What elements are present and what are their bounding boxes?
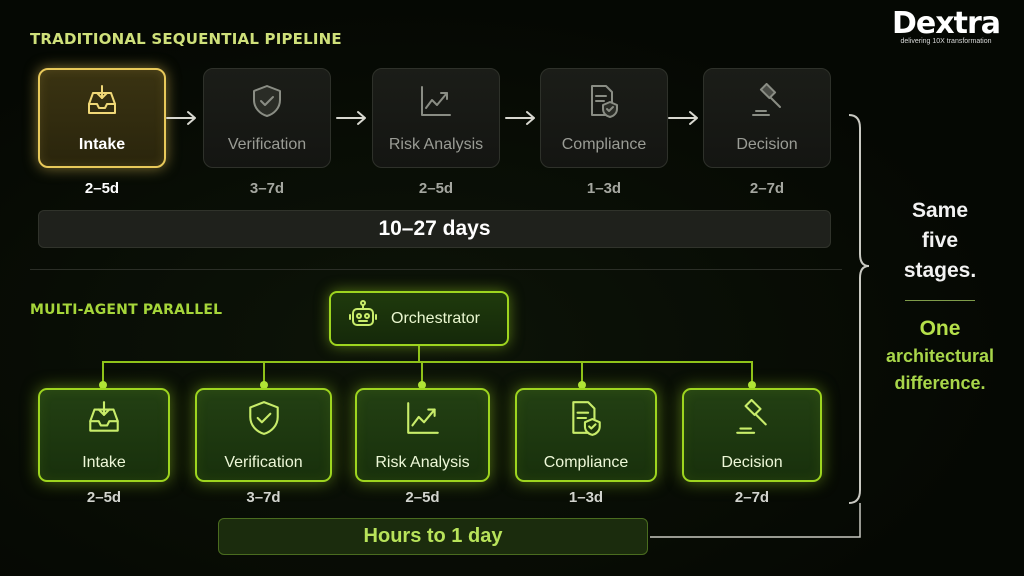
- orchestrator-node: Orchestrator: [329, 291, 509, 346]
- traditional-stage-compliance: Compliance: [540, 68, 668, 168]
- stage-duration: 1–3d: [568, 489, 604, 506]
- stage-duration: 2–5d: [405, 489, 440, 506]
- stage-label: Compliance: [561, 135, 647, 153]
- logo-wordmark: Dextra: [892, 6, 1001, 41]
- inbox-icon: [84, 83, 120, 124]
- arrow-right-icon: [336, 111, 366, 125]
- stage-duration: 2–7d: [749, 180, 785, 197]
- stage-duration: 3–7d: [246, 489, 281, 506]
- summary-line: Same: [911, 199, 969, 222]
- stage-label: Intake: [78, 135, 126, 153]
- parallel-stage-intake: Intake: [38, 388, 170, 482]
- summary-line: difference.: [894, 373, 986, 393]
- stage-duration: 3–7d: [249, 180, 285, 197]
- parallel-total-duration: Hours to 1 day: [218, 518, 648, 555]
- summary-callout: Same five stages. One architectural diff…: [872, 196, 1008, 397]
- stage-label: Risk Analysis: [375, 453, 470, 471]
- stage-label: Intake: [82, 453, 126, 471]
- summary-line: five: [921, 229, 959, 252]
- parallel-stage-compliance: Compliance: [515, 388, 657, 482]
- trend-chart-icon: [418, 83, 454, 124]
- stage-duration: 2–7d: [734, 489, 770, 506]
- orchestrator-label: Orchestrator: [391, 309, 480, 327]
- shield-check-icon: [249, 83, 285, 124]
- document-shield-icon: [567, 399, 605, 442]
- parallel-section-title: MULTI-AGENT PARALLEL: [30, 302, 223, 318]
- summary-line: One: [919, 317, 961, 340]
- traditional-stage-intake: Intake: [38, 68, 166, 168]
- gavel-icon: [733, 398, 771, 442]
- trend-chart-icon: [404, 399, 442, 442]
- stage-duration: 2–5d: [418, 180, 454, 197]
- stage-label: Decision: [736, 135, 798, 153]
- stage-duration: 2–5d: [84, 180, 120, 197]
- arrow-right-icon: [166, 111, 196, 125]
- summary-line: architectural: [885, 346, 995, 366]
- gavel-icon: [749, 82, 785, 124]
- document-shield-icon: [586, 83, 622, 124]
- traditional-pipeline-title: TRADITIONAL SEQUENTIAL PIPELINE: [30, 30, 342, 48]
- traditional-stage-decision: Decision: [703, 68, 831, 168]
- arrow-right-icon: [505, 111, 535, 125]
- parallel-stage-verification: Verification: [195, 388, 332, 482]
- parallel-stage-decision: Decision: [682, 388, 822, 482]
- arrow-right-icon: [668, 111, 698, 125]
- traditional-stage-risk-analysis: Risk Analysis: [372, 68, 500, 168]
- shield-check-icon: [245, 399, 283, 442]
- stage-duration: 1–3d: [586, 180, 622, 197]
- stage-label: Verification: [224, 453, 303, 471]
- inbox-icon: [85, 399, 123, 442]
- logo-tagline: delivering 10X transformation: [900, 38, 992, 45]
- stage-duration: 2–5d: [86, 489, 122, 506]
- section-divider: [30, 269, 842, 270]
- stage-label: Verification: [227, 135, 307, 153]
- robot-icon: [347, 300, 379, 337]
- stage-label: Compliance: [543, 453, 629, 471]
- stage-label: Risk Analysis: [388, 135, 484, 153]
- parallel-stage-risk-analysis: Risk Analysis: [355, 388, 490, 482]
- traditional-total-duration: 10–27 days: [38, 210, 831, 248]
- stage-label: Decision: [721, 453, 783, 471]
- dextra-logo: Dextra delivering 10X transformation: [882, 6, 1010, 46]
- traditional-stage-verification: Verification: [203, 68, 331, 168]
- summary-divider: [905, 300, 975, 301]
- summary-line: stages.: [903, 259, 977, 282]
